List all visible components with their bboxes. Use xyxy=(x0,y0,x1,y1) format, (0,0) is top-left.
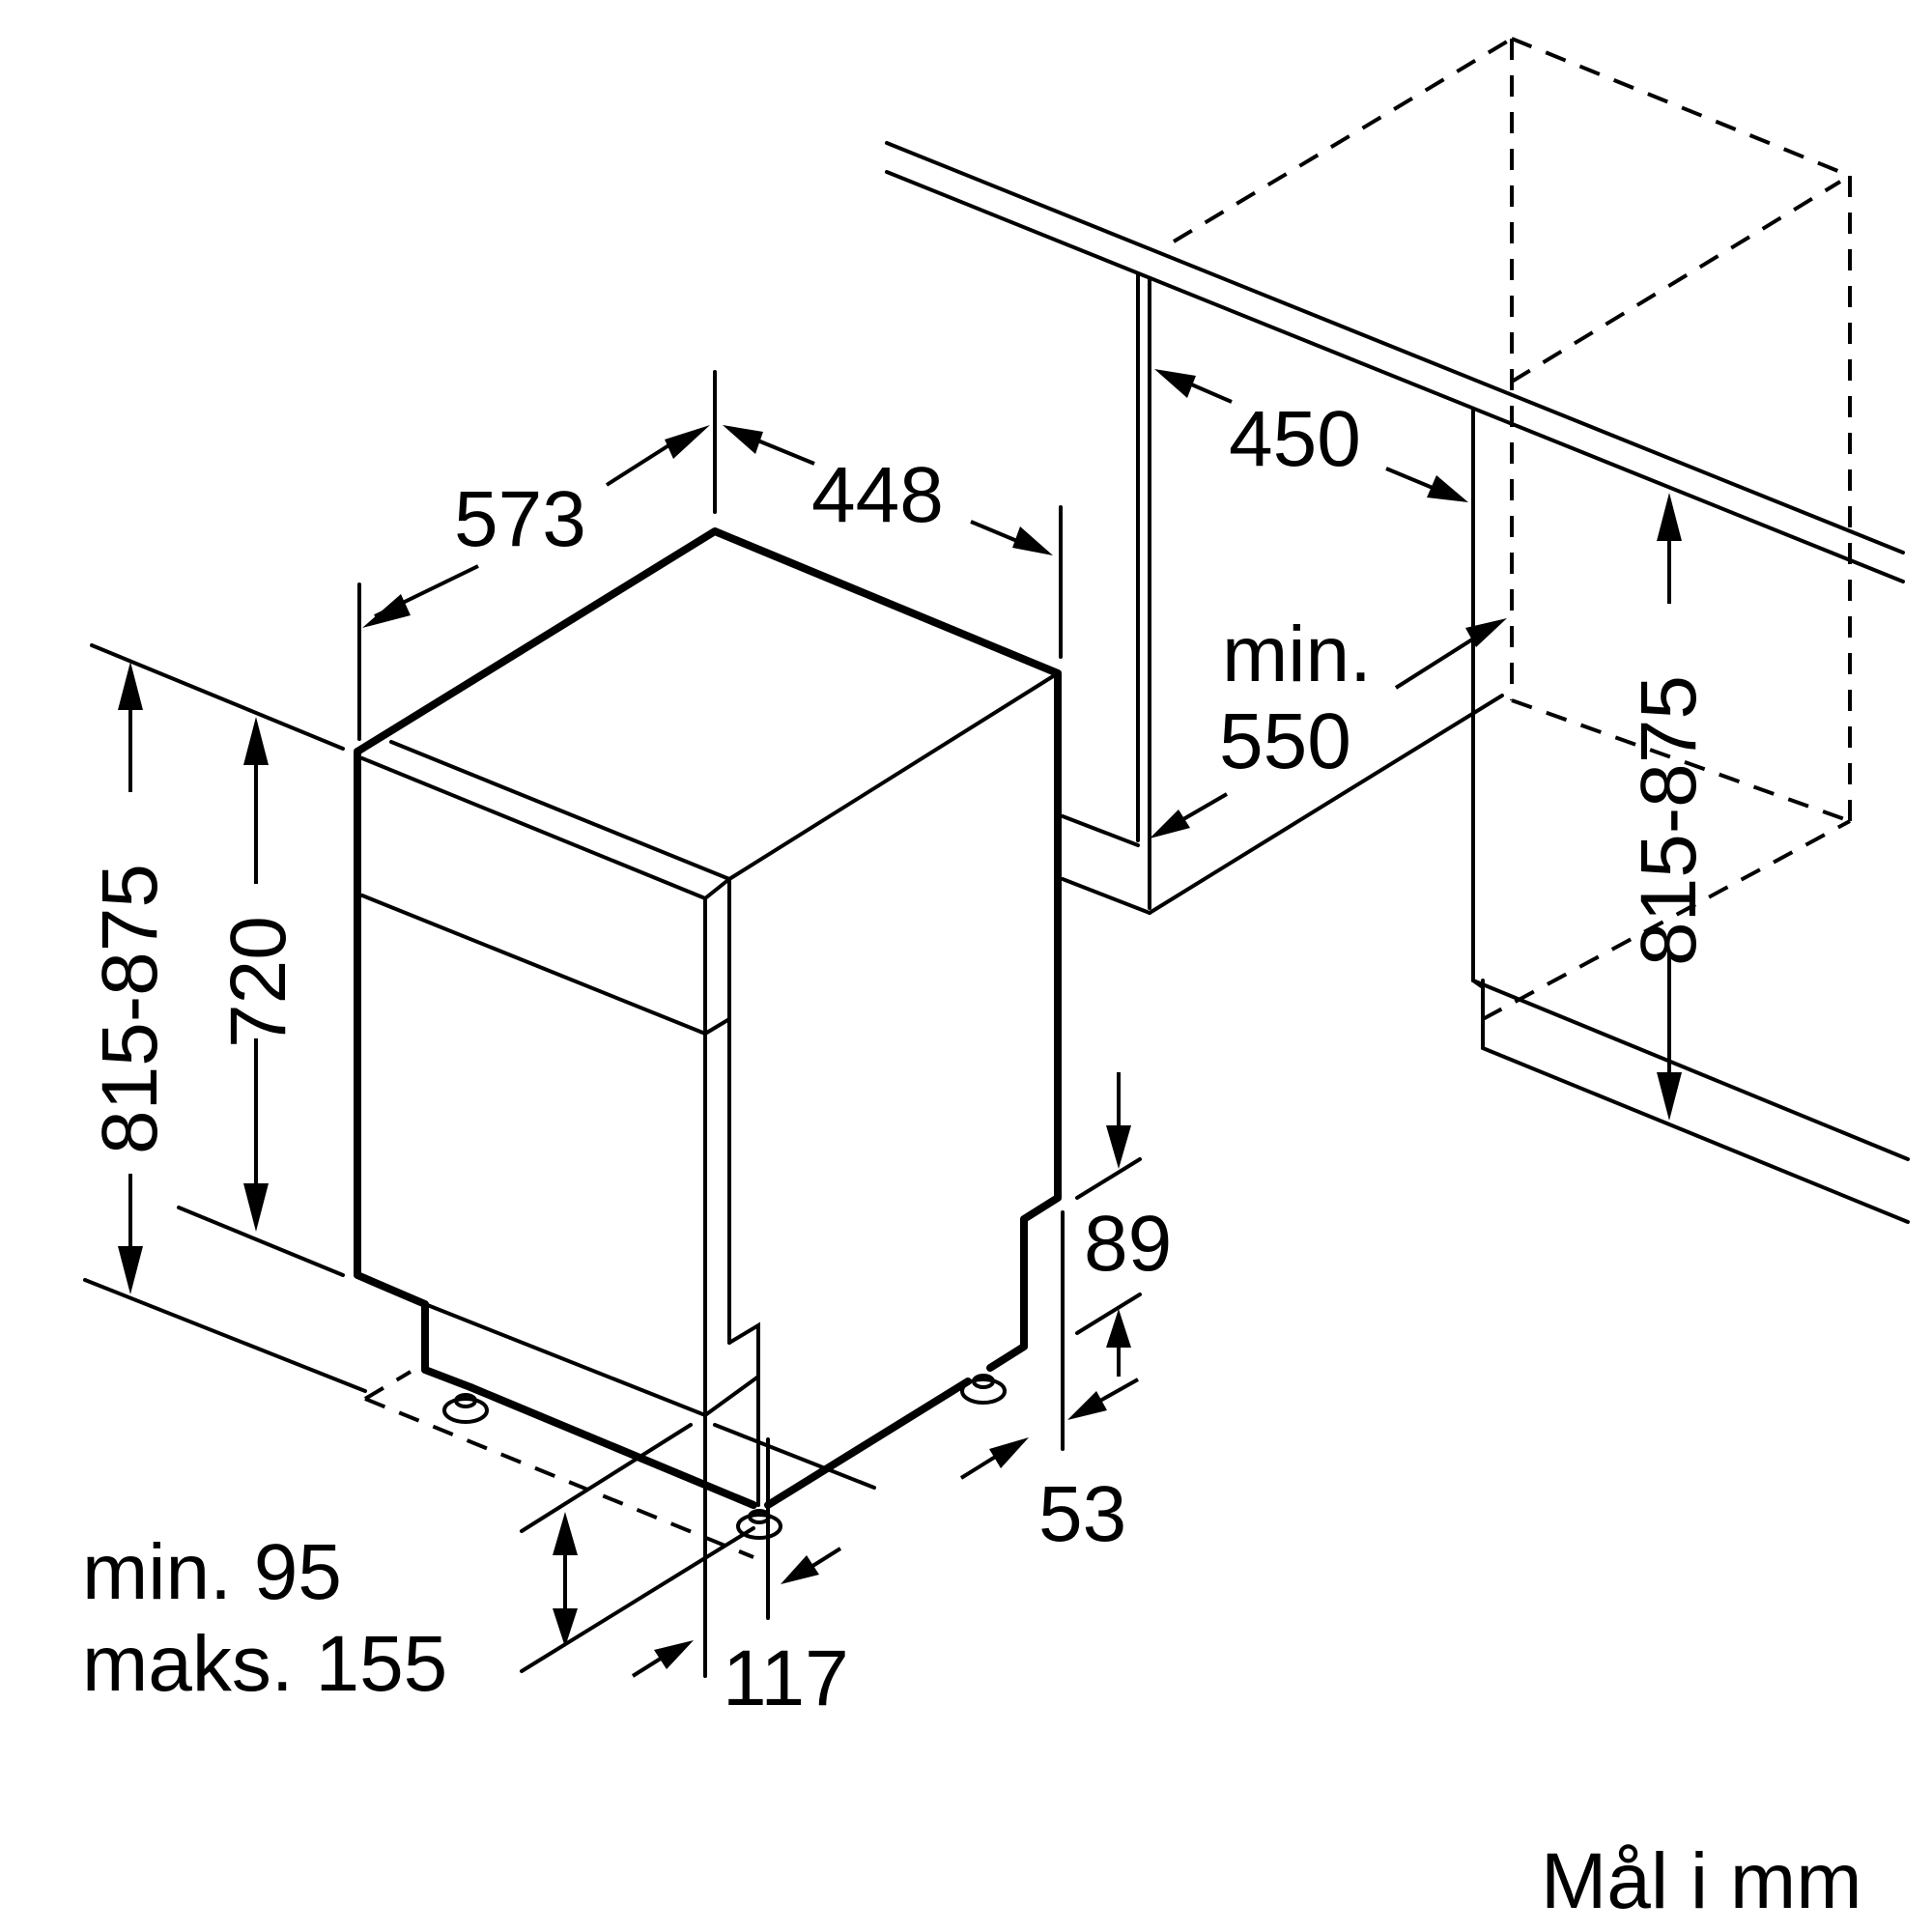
niche-height-right-label: 815-875 xyxy=(1625,675,1713,966)
plinth-setback-label: 53 xyxy=(1038,1470,1126,1558)
niche-width-label: 450 xyxy=(1229,395,1361,483)
units-note: Mål i mm xyxy=(1541,1837,1862,1925)
dimension-labels: 573 448 450 min. 550 815-875 720 815-875… xyxy=(82,395,1713,1722)
width-label: 448 xyxy=(811,451,944,539)
total-height-left-label: 815-875 xyxy=(86,864,174,1154)
door-offset-label: 117 xyxy=(723,1634,849,1722)
appliance-inner-lines xyxy=(360,671,1060,1507)
niche-depth-min-label: min. xyxy=(1222,611,1372,698)
depth-label: 573 xyxy=(454,475,586,563)
floor-dashed-line xyxy=(363,1370,754,1559)
extension-lines xyxy=(83,370,1142,1678)
niche-depth-value-label: 550 xyxy=(1219,697,1351,785)
dashed-cabinet xyxy=(1172,37,1852,1021)
dimension-arrows xyxy=(118,369,1682,1678)
toe-kick-max-label: maks. 155 xyxy=(82,1620,447,1708)
plinth-height-label: 89 xyxy=(1084,1200,1172,1288)
toe-kick-min-label: min. 95 xyxy=(82,1528,342,1616)
body-height-label: 720 xyxy=(214,916,302,1048)
appliance-outline xyxy=(354,527,1062,1509)
countertop-and-niche xyxy=(885,141,1910,1224)
